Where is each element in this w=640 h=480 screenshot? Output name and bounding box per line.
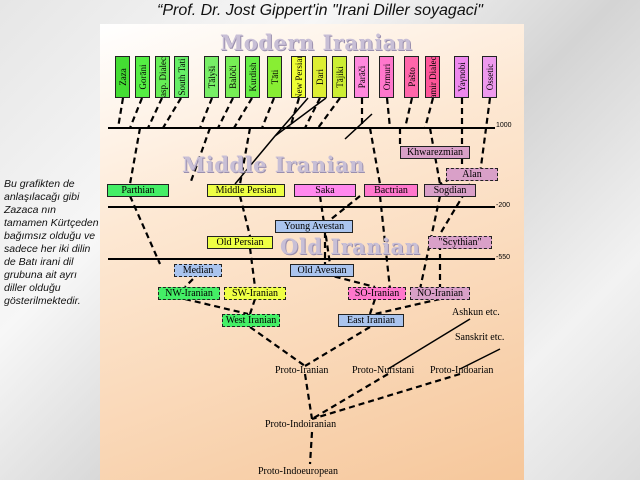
modern-language-box: Pamir Dialects [425, 56, 440, 98]
ashkun-label: Ashkun etc. [452, 307, 500, 318]
modern-language-box: Ormuri [379, 56, 394, 98]
old-avestan-box: Old Avestan [290, 264, 354, 277]
modern-language-label: Ormuri [381, 63, 392, 91]
modern-language-label: Pamir Dialects [427, 56, 438, 98]
modern-language-label: Ossetic [484, 63, 495, 91]
modern-language-label: Gorāni [137, 64, 148, 90]
modern-language-label: Tālyši [206, 65, 217, 89]
modern-language-label: Yaγnobi [456, 62, 467, 92]
modern-language-label: South Tati [176, 58, 187, 96]
modern-language-box: Tājiki [332, 56, 347, 98]
modern-language-label: Zaza [117, 68, 128, 86]
modern-language-box: Parāči [354, 56, 369, 98]
solid-branches [234, 97, 501, 370]
sanskrit-label: Sanskrit etc. [455, 332, 505, 343]
modern-language-label: Parāči [356, 65, 367, 89]
modern-language-label: Kurdish [247, 62, 258, 92]
proto-nuristani-label: Proto-Nuristani [352, 365, 415, 376]
sw-iranian-box: SW-Iranian [224, 287, 286, 300]
parthian-box: Parthian [107, 184, 169, 197]
modern-language-label: Balōči [227, 65, 238, 89]
sogdian-box: Sogdian [424, 184, 476, 197]
modern-language-label: Tājiki [334, 66, 345, 88]
middle-iranian-heading: Middle Iranian [182, 152, 365, 177]
modern-language-label: Dari [314, 69, 325, 85]
west-iranian-box: West Iranian [222, 314, 280, 327]
modern-language-label: New Persian [293, 56, 304, 98]
modern-iranian-heading: Modern Iranian [220, 30, 413, 55]
modern-language-box: Tālyši [204, 56, 219, 98]
slide-title: “Prof. Dr. Jost Gippert'in "Irani Diller… [157, 2, 483, 19]
modern-language-box: Dari [312, 56, 327, 98]
bactrian-box: Bactrian [364, 184, 418, 197]
young-avestan-box: Young Avestan [275, 220, 353, 233]
alan-box: Alan [446, 168, 498, 181]
modern-language-box: Zaza [115, 56, 130, 98]
no-iranian-box: NO-Iranian [410, 287, 470, 300]
median-box: Median [174, 264, 222, 277]
tick-label: 1000 [496, 122, 512, 129]
modern-language-box: Ossetic [482, 56, 497, 98]
saka-box: Saka [294, 184, 356, 197]
modern-language-box: Tāti [267, 56, 282, 98]
so-iranian-box: SO-Iranian [348, 287, 406, 300]
old-persian-box: Old Persian [207, 236, 273, 249]
tick-label: -200 [496, 202, 511, 209]
proto-indoeuropean-label: Proto-Indoeuropean [258, 466, 338, 477]
modern-language-box: Gorāni [135, 56, 150, 98]
modern-language-box: New Persian [291, 56, 306, 98]
modern-language-label: Pašto [406, 67, 417, 87]
modern-language-box: South Tati [174, 56, 189, 98]
proto-iranian-label: Proto-Iranian [275, 365, 329, 376]
modern-language-label: Casp. Dialects [157, 56, 168, 98]
modern-language-box: Casp. Dialects [155, 56, 170, 98]
khwarezmian-box: Khwarezmian [400, 146, 470, 159]
modern-language-label: Tāti [269, 69, 280, 85]
tick-label: -550 [496, 254, 511, 261]
modern-language-box: Pašto [404, 56, 419, 98]
nw-iranian-box: NW-Iranian [158, 287, 220, 300]
scythian-box: "Scythian" [428, 236, 492, 249]
modern-language-box: Balōči [225, 56, 240, 98]
proto-indoarian-label: Proto-Indoarian [430, 365, 494, 376]
modern-language-box: Yaγnobi [454, 56, 469, 98]
iranian-languages-family-tree: Modern Iranian Middle Iranian Old Irania… [100, 24, 524, 480]
description-text: Bu grafikten de anlaşılacağı gibi Zazaca… [4, 178, 99, 307]
old-iranian-heading: Old Iranian [280, 234, 421, 259]
proto-indoiranian-label: Proto-Indoiranian [265, 419, 337, 430]
east-iranian-box: East Iranian [338, 314, 404, 327]
middle-persian-box: Middle Persian [207, 184, 285, 197]
modern-language-box: Kurdish [245, 56, 260, 98]
